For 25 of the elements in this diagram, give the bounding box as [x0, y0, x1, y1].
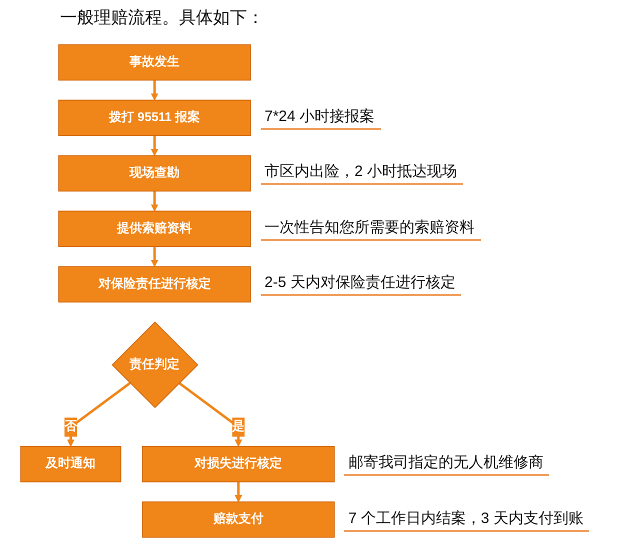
process-box: 对保险责任进行核定 — [58, 266, 251, 302]
note-text: 市区内出险，2 小时抵达现场 — [260, 162, 464, 186]
edge-label: 否 — [64, 418, 77, 436]
process-box: 现场查勘 — [58, 155, 251, 192]
arrow — [234, 482, 242, 502]
arrow — [150, 80, 158, 100]
note-text: 邮寄我司指定的无人机维修商 — [344, 453, 550, 476]
arrow — [67, 382, 131, 447]
arrow — [150, 246, 158, 267]
title: 一般理赔流程。具体如下： — [60, 7, 264, 29]
arrow — [150, 136, 158, 156]
process-box: 赔款支付 — [142, 501, 335, 538]
process-box: 拨打 95511 报案 — [58, 100, 251, 136]
edge-label: 是 — [232, 418, 245, 436]
process-box: 事故发生 — [58, 44, 251, 81]
note-text: 2-5 天内对保险责任进行核定 — [260, 273, 462, 296]
note-text: 7 个工作日内结案，3 天内支付到账 — [344, 508, 590, 532]
arrow — [150, 191, 158, 212]
note-text: 一次性告知您所需要的索赔资料 — [260, 218, 480, 241]
process-box: 对损失进行核定 — [142, 446, 335, 482]
arrow — [178, 382, 242, 447]
note-text: 7*24 小时接报案 — [260, 106, 381, 130]
process-box: 及时通知 — [20, 446, 122, 482]
decision-diamond: 责任判定 — [112, 321, 198, 408]
process-box: 提供索赔资料 — [58, 210, 251, 247]
